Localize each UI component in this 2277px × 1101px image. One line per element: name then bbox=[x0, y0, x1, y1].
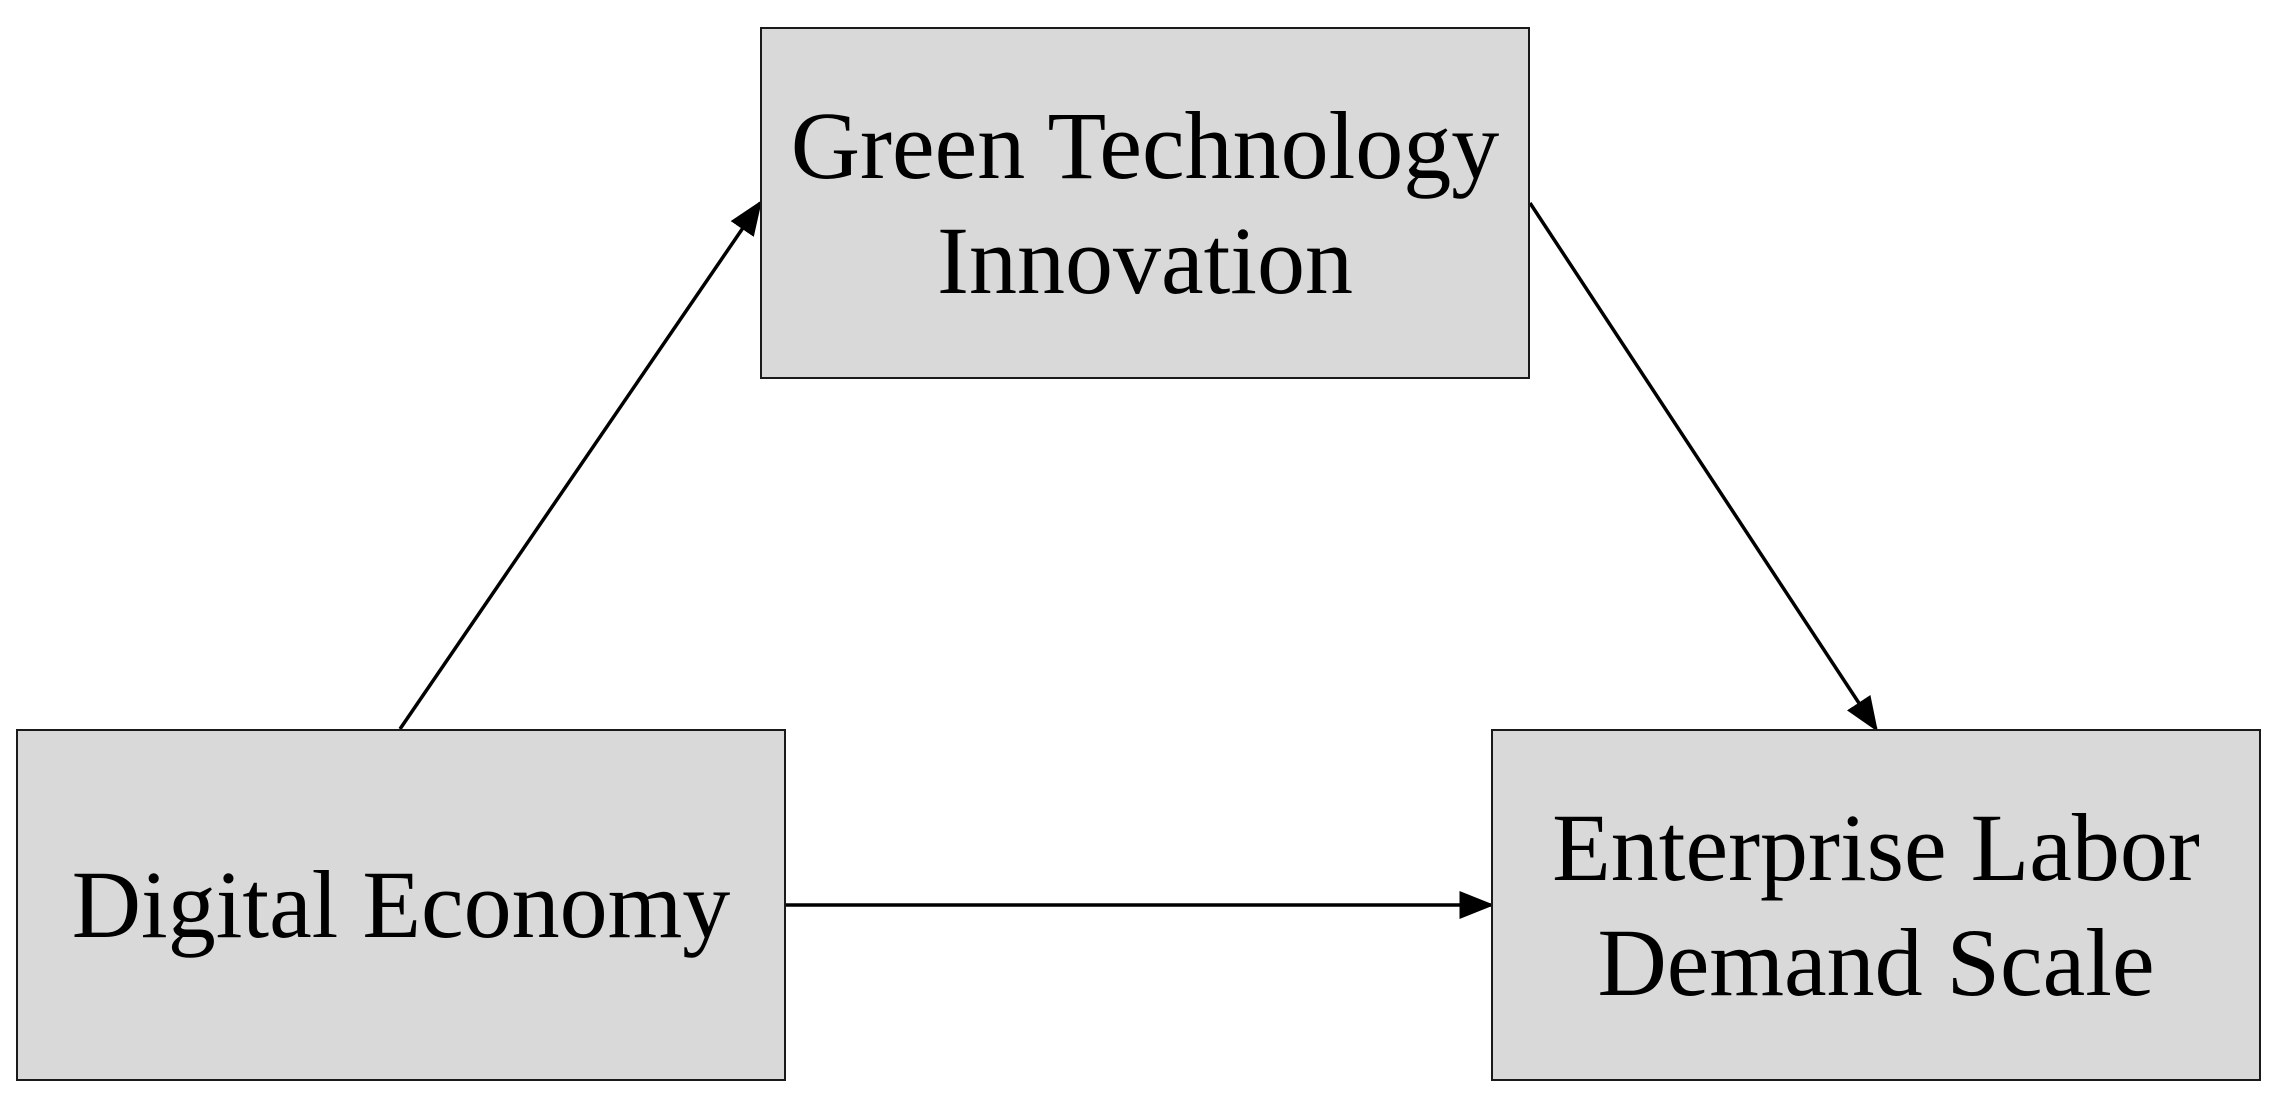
node-label: Green Technology Innovation bbox=[791, 88, 1500, 318]
node-label-line: Innovation bbox=[937, 207, 1353, 314]
node-green-technology-innovation: Green Technology Innovation bbox=[760, 27, 1530, 379]
node-label-line: Enterprise Labor bbox=[1552, 793, 2200, 901]
node-digital-economy: Digital Economy bbox=[16, 729, 786, 1081]
node-label: Digital Economy bbox=[72, 847, 731, 962]
node-label-line: Green Technology bbox=[790, 91, 1500, 199]
arrow-green-to-labor bbox=[1528, 202, 1878, 732]
node-label-line: Digital Economy bbox=[71, 851, 731, 959]
node-label: Enterprise Labor Demand Scale bbox=[1552, 790, 2200, 1020]
arrow-digital-to-green bbox=[398, 200, 762, 730]
node-enterprise-labor-demand-scale: Enterprise Labor Demand Scale bbox=[1491, 729, 2261, 1081]
node-label-line: Demand Scale bbox=[1597, 909, 2155, 1016]
